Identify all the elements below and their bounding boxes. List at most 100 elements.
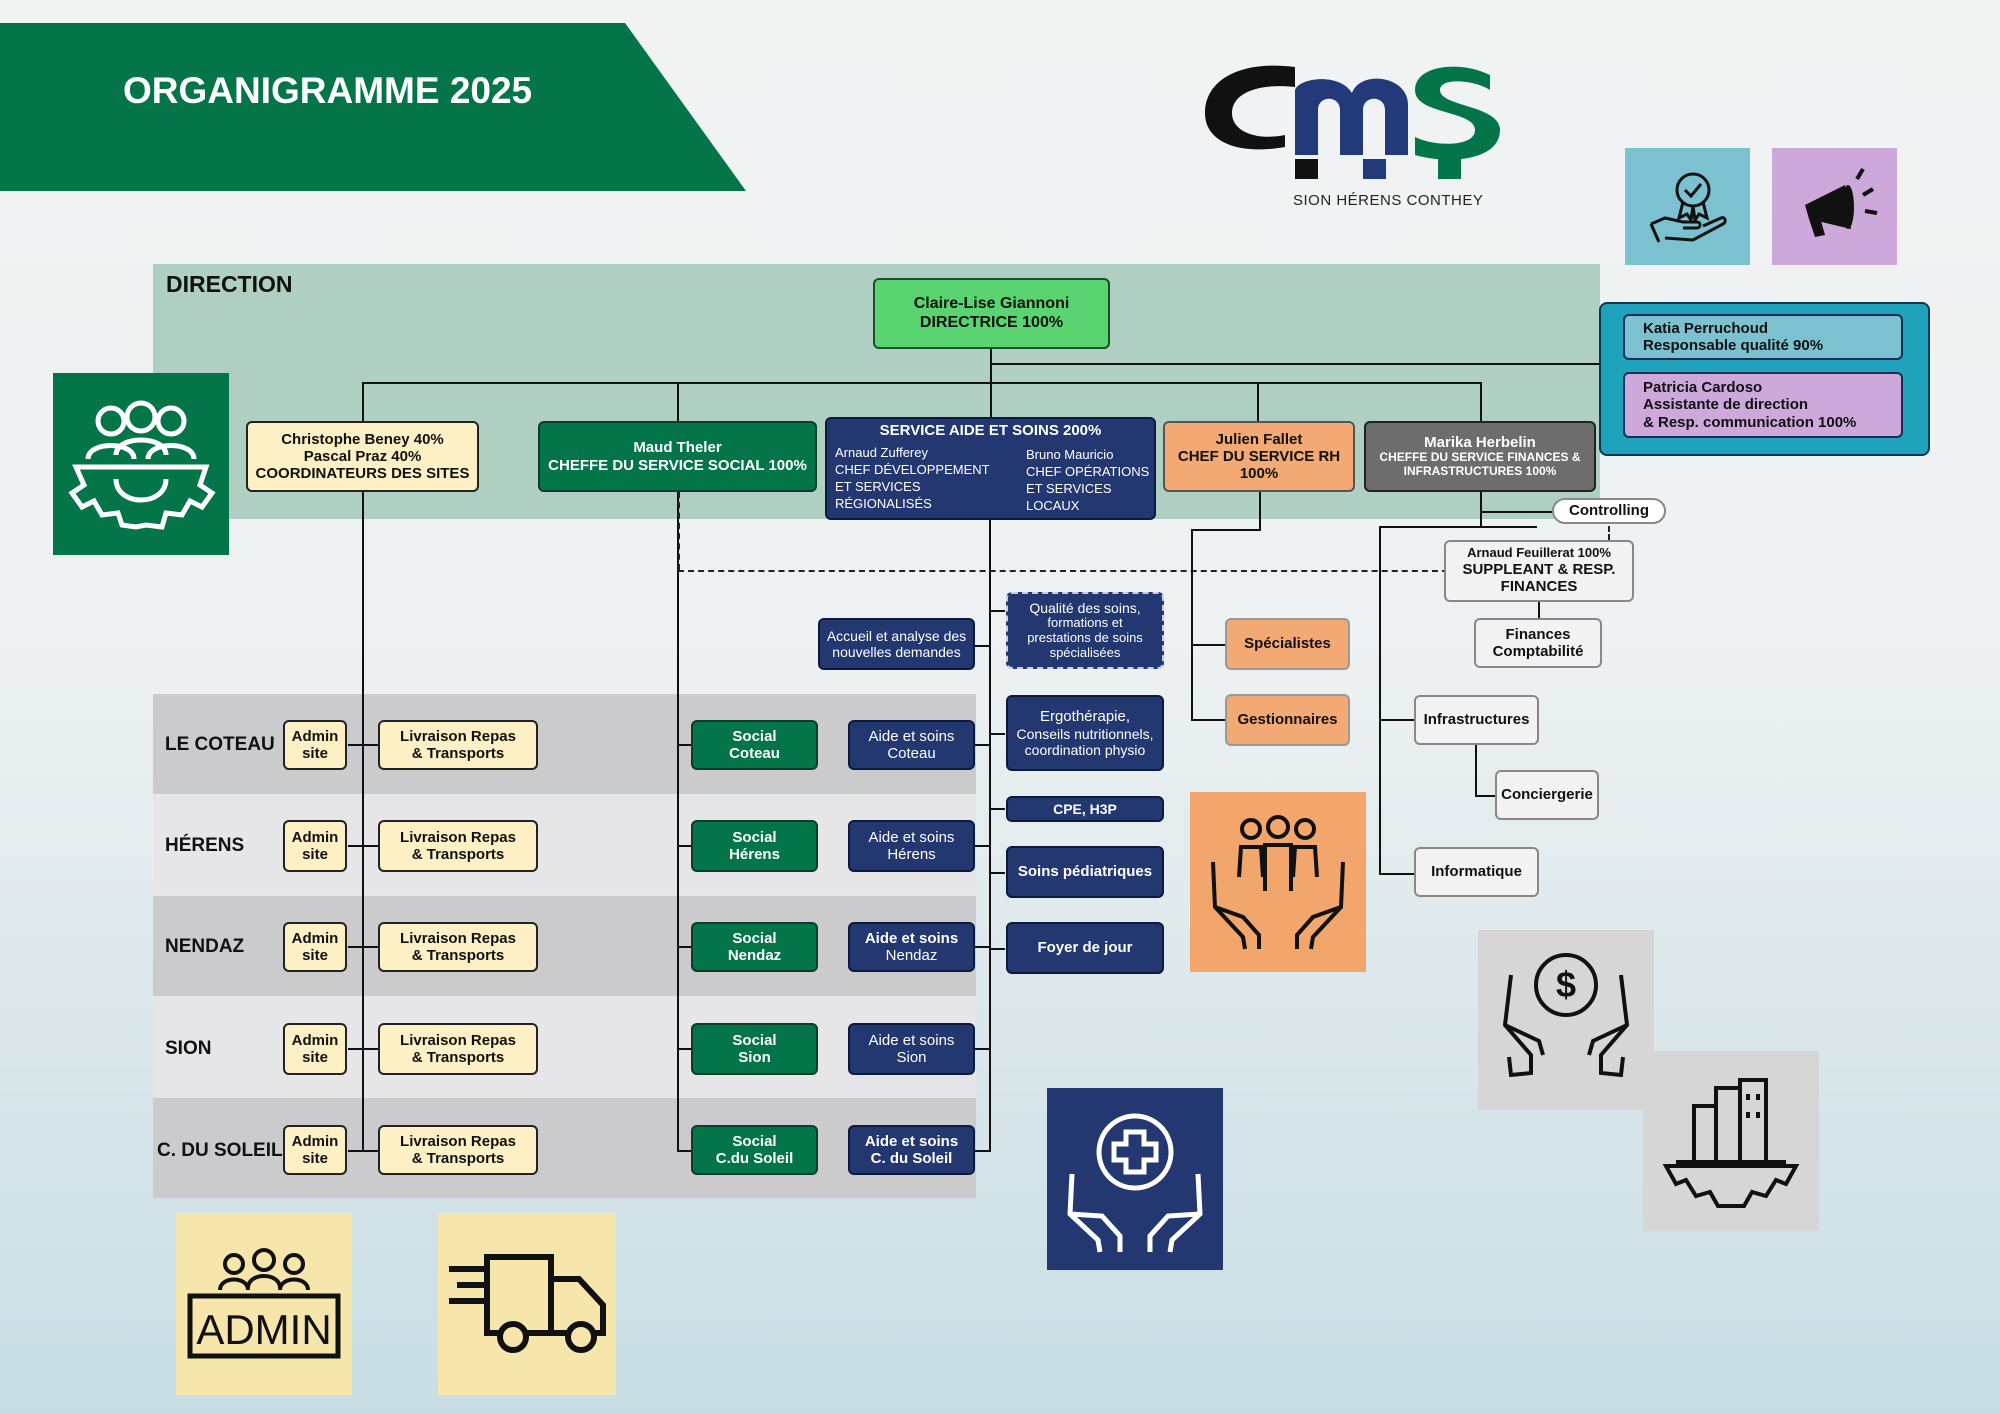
care-service-box[interactable]: SERVICE AIDE ET SOINS 200% Arnaud Zuffer… — [825, 417, 1156, 520]
connector — [989, 948, 1005, 950]
assistant-box[interactable]: Patricia Cardoso Assistante de direction… — [1623, 372, 1903, 438]
quality-tile — [1625, 148, 1750, 265]
pediatric-box[interactable]: Soins pédiatriques — [1006, 846, 1164, 898]
informatique-box[interactable]: Informatique — [1414, 847, 1539, 897]
delivery-truck-icon — [449, 1254, 606, 1353]
accounting-label: Finances — [1505, 625, 1571, 643]
coordinators-role: COORDINATEURS DES SITES — [255, 465, 470, 483]
intake-box[interactable]: Accueil et analyse des nouvelles demande… — [818, 618, 975, 670]
connector — [989, 610, 1005, 612]
admin-label: Admin — [291, 1132, 339, 1150]
direction-label: DIRECTION — [166, 271, 293, 297]
money-hands-icon: $ — [1502, 953, 1630, 1078]
delivery-label: & Transports — [411, 1150, 505, 1167]
care-label: Hérens — [887, 846, 936, 863]
quality-manager-role: Responsable qualité 90% — [1643, 337, 1824, 354]
delivery-box[interactable]: Livraison Repas& Transports — [378, 1023, 538, 1075]
delivery-label: & Transports — [411, 1049, 505, 1066]
care-chief-right-name: Bruno Mauricio — [1026, 447, 1114, 462]
delivery-label: Livraison Repas — [400, 727, 516, 745]
connector — [1191, 529, 1193, 720]
connector — [1475, 795, 1495, 797]
hr-chief-name: Julien Fallet — [1215, 430, 1303, 448]
connector — [362, 492, 364, 1152]
social-chief-name: Maud Theler — [633, 439, 722, 457]
care-chief-left: Arnaud Zufferey CHEF DÉVELOPPEMENT ET SE… — [835, 445, 990, 513]
award-hand-icon — [1649, 172, 1727, 243]
delivery-box[interactable]: Livraison Repas& Transports — [378, 922, 538, 972]
site-name: C. DU SOLEIL — [157, 1140, 283, 1161]
connector — [1480, 492, 1482, 526]
daycare-label: Foyer de jour — [1037, 939, 1133, 957]
hr-chief-box[interactable]: Julien Fallet CHEF DU SERVICE RH 100% — [1163, 421, 1355, 492]
daycare-box[interactable]: Foyer de jour — [1006, 922, 1164, 974]
specialists-box[interactable]: Spécialistes — [1225, 618, 1350, 670]
specialists-label: Spécialistes — [1244, 635, 1331, 653]
connector — [362, 382, 364, 422]
deputy-finance-box[interactable]: Arnaud Feuillerat 100% SUPPLEANT & RESP.… — [1444, 540, 1634, 602]
care-label: Coteau — [887, 745, 936, 762]
cpe-box[interactable]: CPE, H3P — [1006, 796, 1164, 822]
ergo-label: coordination physio — [1024, 741, 1146, 758]
connector — [1379, 526, 1537, 528]
coordinators-box[interactable]: Christophe Beney 40% Pascal Praz 40% COO… — [246, 421, 479, 492]
controlling-label: Controlling — [1569, 502, 1649, 520]
delivery-box[interactable]: Livraison Repas& Transports — [378, 720, 538, 770]
care-chief-left-role-2: ET SERVICES — [835, 478, 921, 494]
quality-manager-box[interactable]: Katia Perruchoud Responsable qualité 90% — [1623, 314, 1903, 360]
accounting-box[interactable]: Finances Comptabilité — [1474, 618, 1602, 668]
delivery-label: & Transports — [411, 846, 505, 863]
deputy-role: SUPPLEANT & RESP. — [1462, 561, 1616, 579]
care-chief-right-role-1: CHEF OPÉRATIONS — [1026, 463, 1150, 479]
coordinator-2: Pascal Praz 40% — [303, 447, 422, 465]
delivery-box[interactable]: Livraison Repas& Transports — [378, 820, 538, 872]
connector — [348, 1150, 378, 1152]
site-name: NENDAZ — [165, 936, 245, 957]
care-label: Aide et soins — [868, 727, 955, 745]
care-chief-right: Bruno Mauricio CHEF OPÉRATIONS ET SERVIC… — [1026, 447, 1149, 515]
social-chief-role: CHEFFE DU SERVICE SOCIAL 100% — [548, 456, 807, 474]
connector — [348, 1048, 378, 1050]
hr-chief-role: CHEF DU SERVICE RH — [1177, 447, 1341, 465]
controlling-box[interactable]: Controlling — [1552, 498, 1666, 524]
connector — [1259, 492, 1261, 530]
infrastructures-box[interactable]: Infrastructures — [1414, 695, 1539, 745]
conciergerie-box[interactable]: Conciergerie — [1495, 770, 1599, 820]
care-label: Sion — [896, 1049, 927, 1066]
admin-label: Admin — [291, 828, 339, 846]
quality-care-box[interactable]: Qualité des soins, formations et prestat… — [1006, 592, 1164, 669]
connector — [677, 946, 691, 948]
finance-chief-name: Marika Herbelin — [1424, 434, 1536, 452]
admin-label: Admin — [291, 929, 339, 947]
admin-label: site — [302, 1049, 328, 1066]
managers-box[interactable]: Gestionnaires — [1225, 694, 1350, 746]
director-box[interactable]: Claire-Lise Giannoni DIRECTRICE 100% — [873, 278, 1110, 349]
communication-tile — [1772, 148, 1897, 265]
delivery-box[interactable]: Livraison Repas& Transports — [378, 1125, 538, 1175]
finance-chief-box[interactable]: Marika Herbelin CHEFFE DU SERVICE FINANC… — [1364, 421, 1596, 492]
dashed-link — [678, 492, 680, 570]
connector — [1191, 644, 1225, 646]
cpe-label: CPE, H3P — [1053, 800, 1117, 817]
admin-icon-text: ADMIN — [196, 1306, 331, 1353]
admin-label: site — [302, 947, 328, 964]
ergo-box[interactable]: Ergothérapie, Conseils nutritionnels, co… — [1006, 695, 1164, 771]
social-chief-box[interactable]: Maud Theler CHEFFE DU SERVICE SOCIAL 100… — [538, 421, 817, 492]
connector — [1379, 719, 1414, 721]
infrastructure-tile — [1643, 1051, 1819, 1231]
